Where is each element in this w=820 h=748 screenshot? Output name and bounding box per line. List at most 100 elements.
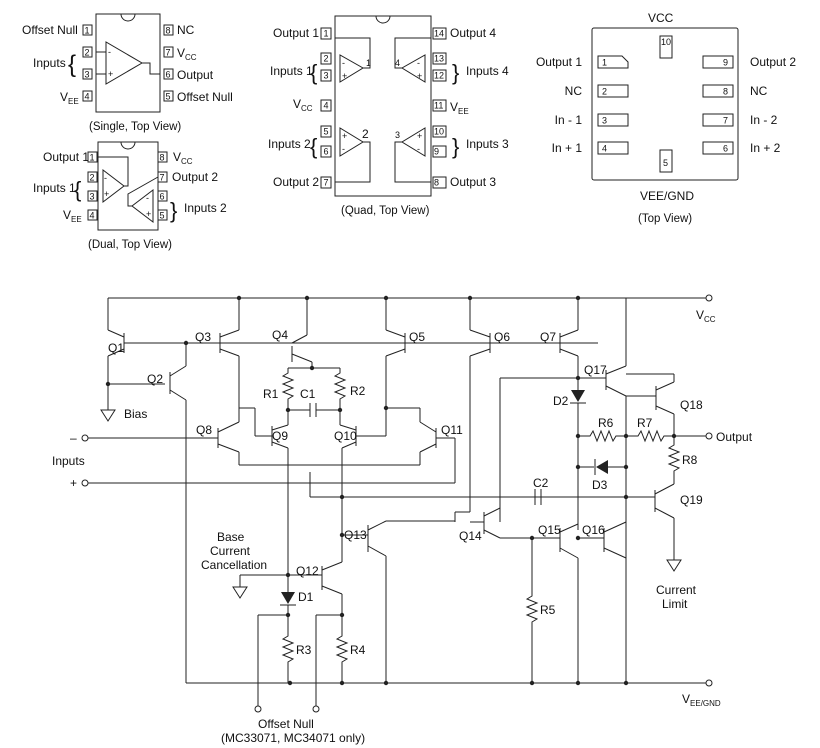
q11-label: Q11 [441, 423, 463, 437]
c2-capacitor [342, 489, 626, 505]
quad-amp2-num: 2 [362, 127, 369, 141]
quad-output2-label: Output 2 [273, 175, 319, 189]
single-nc-label: NC [177, 23, 195, 37]
quad-vee-label: VEE [450, 100, 469, 116]
r8-resistor [667, 436, 681, 480]
schematic: VCC VEE/GND [52, 294, 753, 745]
q1-transistor [100, 298, 165, 422]
dfn-vee-label: VEE/GND [640, 189, 694, 203]
dual-opamp1-symbol [102, 168, 125, 204]
quad-inputs2-brace: { [310, 134, 317, 159]
quad-left-pin-box [320, 99, 332, 112]
quad-inputs3-label: Inputs 3 [466, 137, 509, 151]
quad-right-pin-box [432, 69, 447, 82]
quad-opamp4-symbol [401, 54, 426, 83]
quad-inputs1-label: Inputs 1 [270, 64, 313, 78]
d3-diode [578, 459, 626, 475]
quad-left-pin-box [320, 125, 332, 138]
q2-transistor [169, 343, 187, 683]
svg-text:+: + [417, 131, 422, 141]
r1-resistor [281, 368, 295, 410]
current-limit-label-2: Limit [662, 597, 688, 611]
q16-label: Q16 [582, 523, 605, 537]
single-offset-null-right: Offset Null [177, 90, 233, 104]
quad-left-pin-box [320, 52, 332, 65]
q14-label: Q14 [459, 529, 482, 543]
base-current-arrow-icon [232, 586, 248, 599]
dual-inputs1-brace: { [74, 177, 81, 202]
dual-pin8-num: 8 [160, 153, 165, 163]
quad-inputs2-label: Inputs 2 [268, 137, 311, 151]
quad-left-pin-num: 4 [324, 101, 329, 111]
dual-output2-label: Output 2 [172, 170, 218, 184]
svg-text:-: - [417, 58, 420, 68]
dfn-left-pad [597, 113, 629, 127]
svg-text:-: - [342, 58, 345, 68]
quad-right-pin-num: 8 [434, 178, 439, 188]
bias-label: Bias [124, 407, 147, 421]
q11-transistor [81, 408, 456, 487]
quad-left-pin-num: 1 [324, 29, 329, 39]
vcc-terminal [705, 294, 713, 302]
r4-resistor [335, 615, 349, 683]
dfn-pin1-pad [597, 55, 629, 69]
quad-opamp3-symbol [401, 127, 426, 157]
quad-output1-label: Output 1 [273, 26, 319, 40]
quad-left-pin-num: 7 [324, 178, 329, 188]
single-caption: (Single, Top View) [89, 121, 181, 133]
output-terminal [705, 432, 713, 440]
quad-inputs1-brace: { [310, 60, 317, 85]
q12-label: Q12 [296, 564, 319, 578]
dfn-pin5-num: 5 [663, 158, 668, 168]
dfn-right-pin-label: In + 2 [750, 141, 781, 155]
dfn-left-pin-num: 2 [602, 87, 607, 97]
q13-transistor [341, 520, 455, 683]
r4-label: R4 [350, 643, 366, 657]
dfn-pin10-num: 10 [661, 37, 671, 47]
r3-resistor [281, 615, 295, 683]
svg-text:-: - [342, 144, 345, 154]
quad-right-pin-box [432, 27, 447, 40]
quad-amp1-num: 1 [366, 58, 371, 68]
single-vee-label: VEE [60, 90, 79, 106]
q3-label: Q3 [195, 330, 211, 344]
svg-text:+: + [342, 131, 347, 141]
single-inputs-label: Inputs [33, 56, 66, 70]
r6-resistor [578, 429, 626, 443]
quad-caption: (Quad, Top View) [341, 205, 430, 217]
quad-output4-label: Output 4 [450, 26, 496, 40]
r6-label: R6 [598, 416, 614, 430]
q19-transistor [654, 480, 682, 572]
r7-label: R7 [637, 416, 653, 430]
dual-caption: (Dual, Top View) [88, 239, 172, 251]
quad-left-pin-box [320, 145, 332, 158]
q18-transistor [626, 373, 675, 436]
plus-sign: + [70, 476, 77, 490]
dual-pin1-num: 1 [90, 153, 95, 163]
q12-transistor [232, 535, 343, 635]
q6-transistor [454, 298, 491, 522]
q18-label: Q18 [680, 398, 703, 412]
dual-output1-label: Output 1 [43, 150, 89, 164]
q5-label: Q5 [409, 330, 425, 344]
bias-arrow-icon [100, 409, 116, 422]
svg-text:+: + [104, 189, 109, 199]
dual-opamp2-symbol [131, 188, 154, 224]
c1-label: C1 [300, 387, 316, 401]
dfn-right-pin-num: 8 [723, 87, 728, 97]
quad-vcc-label: VCC [293, 97, 313, 113]
quad-right-pin-box [432, 176, 447, 189]
single-pin3-num: 3 [85, 70, 90, 80]
dual-inputs2-label: Inputs 2 [184, 201, 227, 215]
dual-vcc-label: VCC [173, 150, 193, 166]
dual-pin4-num: 4 [90, 211, 95, 221]
quad-right-pin-num: 12 [434, 71, 444, 81]
quad-right-pin-num: 10 [434, 127, 444, 137]
dual-pin7-num: 7 [160, 173, 165, 183]
single-inputs-brace: { [68, 51, 76, 78]
d2-diode [570, 374, 586, 530]
quad-amp3-num: 3 [395, 130, 400, 140]
